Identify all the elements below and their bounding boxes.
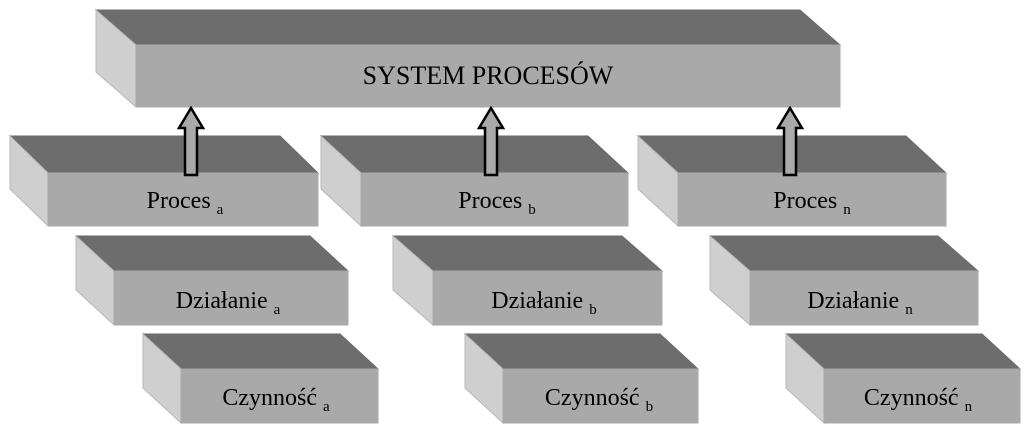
process-block-a-front: [47, 172, 319, 227]
action-block-n-front: [749, 270, 979, 326]
activity-block-b-front: [502, 368, 699, 424]
system-block: SYSTEM PROCESÓW: [94, 8, 842, 109]
activity-block-n-top: [784, 333, 1022, 370]
process-block-a-top: [8, 135, 320, 174]
activity-block-n-front: [823, 368, 1021, 424]
system-block-top: [94, 9, 842, 46]
activity-block-b-top: [463, 333, 700, 370]
arrow-up-icon: [775, 105, 805, 177]
arrow-up-icon: [476, 105, 506, 177]
process-block-b-top: [319, 135, 630, 174]
activity-block-a-top: [141, 333, 380, 370]
action-block-b-top: [391, 235, 664, 272]
action-block-b-front: [432, 270, 663, 326]
action-block-a-front: [113, 270, 349, 326]
process-block-n-front: [677, 172, 947, 227]
system-block-label: SYSTEM PROCESÓW: [363, 61, 614, 90]
process-block-b-front: [360, 172, 629, 227]
activity-block-a-front: [180, 368, 379, 424]
system-block-front: [135, 44, 841, 108]
action-block-n-top: [708, 235, 980, 272]
action-block-a-top: [74, 235, 350, 272]
arrow-up-icon: [176, 105, 206, 177]
